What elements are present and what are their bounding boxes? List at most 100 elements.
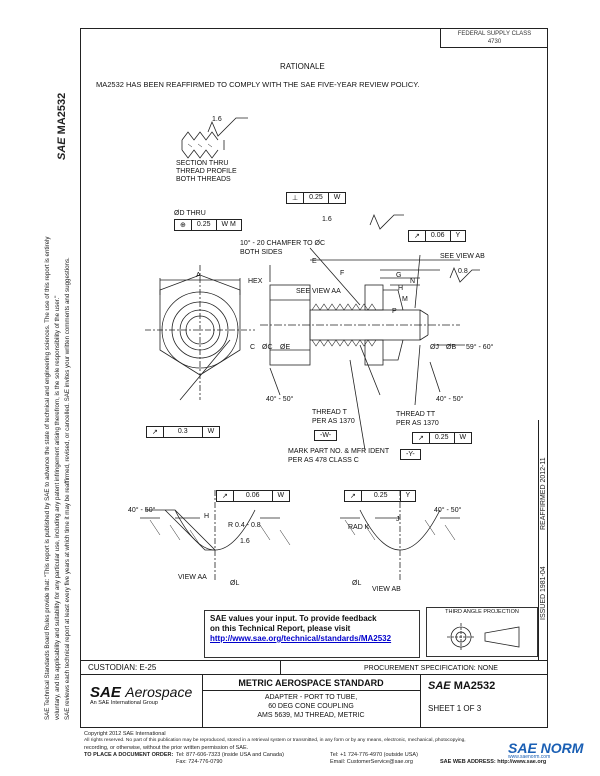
runout-icon-3: ↗: [147, 427, 164, 437]
thread-tt-line1: THREAD TT: [396, 411, 436, 418]
datum-y: -Y-: [400, 449, 421, 460]
technical-drawing: [140, 117, 480, 580]
footer-copyright: Copyright 2012 SAE International: [84, 731, 166, 737]
issued-label: ISSUED 1981-04: [540, 566, 547, 620]
runout-fcf-3: ↗ 0.3 W: [146, 426, 221, 438]
dim-h: H: [398, 285, 404, 292]
view-aa-tol: 0.06: [234, 491, 273, 501]
reaffirmed-label: REAFFIRMED 2012-11: [540, 457, 547, 530]
dim-g: G: [396, 272, 402, 279]
view-ab-label: VIEW AB: [372, 586, 401, 593]
footer-rights-1: All rights reserved. No part of this pub…: [84, 738, 466, 743]
section-label-line2: THREAD PROFILE: [176, 168, 237, 175]
perpendicularity-icon: ⊥: [287, 193, 305, 203]
view-ab-datum: Y: [405, 492, 411, 499]
hex-label: HEX: [248, 278, 263, 285]
status-box-line2: 4730: [487, 39, 502, 45]
view-ab-fcf: ↗ 0.25 Y: [344, 490, 417, 502]
feedback-line1: SAE values your input. To provide feedba…: [210, 614, 377, 623]
angle-1: 59° - 60°: [466, 344, 494, 351]
title-divider-v3: [420, 674, 421, 728]
section-label-line3: BOTH THREADS: [176, 176, 231, 183]
feedback-box: SAE values your input. To provide feedba…: [204, 610, 420, 658]
right-strip: [538, 420, 549, 660]
watermark: SAE NORM www.saenorm.com: [508, 740, 583, 760]
title-divider-v2: [202, 674, 203, 728]
rationale-title: RATIONALE: [280, 62, 325, 71]
side-sae-mark: SAE: [56, 137, 68, 160]
doc-number-block: SAE MA2532: [428, 680, 495, 692]
side-doc-number: SAE MA2532: [56, 93, 68, 160]
view-aa-radius: R 0.4 - 0.8: [228, 522, 261, 529]
legal-text-line3: SAE reviews each technical report at lea…: [64, 257, 71, 720]
rationale-text: MA2532 HAS BEEN REAFFIRMED TO COMPLY WIT…: [96, 80, 420, 89]
position-mod: W M: [221, 221, 236, 228]
dim-oc: ØC: [262, 344, 273, 351]
custodian-label: CUSTODIAN: E-25: [88, 663, 157, 672]
finish-3: 0.8: [458, 268, 468, 275]
desc-line2: 60 DEG CONE COUPLING: [268, 703, 354, 710]
projection-box: THIRD ANGLE PROJECTION: [426, 607, 538, 657]
runout-icon-2: ↗: [413, 433, 430, 443]
section-label-line1: SECTION THRU: [176, 160, 229, 167]
sae-aerospace-logo: SAE Aerospace An SAE International Group: [90, 684, 192, 706]
dim-p: P: [392, 308, 397, 315]
title-block: [80, 674, 548, 729]
desc-line1: ADAPTER - PORT TO TUBE,: [264, 694, 358, 701]
view-ab-runout-icon: ↗: [345, 491, 362, 501]
status-box: FEDERAL SUPPLY CLASS 4730: [440, 28, 548, 48]
perp-datum: W: [333, 194, 341, 201]
procurement-label: PROCUREMENT SPECIFICATION: NONE: [364, 665, 498, 672]
status-box-line1: FEDERAL SUPPLY CLASS: [457, 31, 532, 37]
drawing-frame: [80, 28, 548, 728]
view-ab-dim: J: [396, 516, 400, 523]
logo-aerospace-text: Aerospace: [125, 684, 193, 700]
thread-t-line2: PER AS 1370: [312, 418, 355, 425]
finish-2: 1.6: [322, 216, 332, 223]
view-aa-label: VIEW AA: [178, 574, 207, 581]
perp-tolerance: 0.25: [304, 193, 329, 203]
runout-fcf-2: ↗ 0.25 W: [412, 432, 473, 444]
dim-m: M: [402, 296, 408, 303]
projection-symbol-icon: [447, 623, 520, 651]
see-view-aa: SEE VIEW AA: [296, 288, 341, 295]
angle-2: 40° - 50°: [266, 396, 294, 403]
view-ab-angle: 40° - 50°: [434, 507, 462, 514]
footer-tel2: Tel: +1 724-776-4970 (outside USA): [330, 752, 418, 758]
custodian-row: CUSTODIAN: E-25 PROCUREMENT SPECIFICATIO…: [80, 660, 548, 675]
feedback-link[interactable]: http://www.sae.org/technical/standards/M…: [210, 634, 392, 643]
thread-profile-top: [181, 131, 219, 141]
footer-order: TO PLACE A DOCUMENT ORDER:: [84, 752, 174, 758]
dim-f: F: [340, 270, 345, 277]
view-ab-diam: ØL: [352, 580, 362, 587]
footer-tel1: Tel: 877-606-7323 (inside USA and Canada…: [176, 752, 284, 758]
runout-tol-2: 0.25: [430, 433, 455, 443]
runout-datum-1: Y: [455, 232, 461, 239]
runout-icon-1: ↗: [409, 231, 426, 241]
footer-rights-2: recording, or otherwise, without the pri…: [84, 745, 249, 751]
projection-label: THIRD ANGLE PROJECTION: [445, 609, 519, 615]
dim-c: C: [250, 344, 256, 351]
watermark-text: SAE NORM: [508, 740, 584, 756]
view-aa-fcf: ↗ 0.06 W: [216, 490, 291, 502]
view-aa-runout-icon: ↗: [217, 491, 234, 501]
finish-1: 1.6: [212, 116, 222, 123]
position-tol: 0.25: [192, 220, 217, 230]
perpendicularity-fcf: ⊥ 0.25 W: [286, 192, 347, 204]
footer-email: Email: CustomerService@sae.org: [330, 759, 413, 765]
view-aa-finish: 1.6: [240, 538, 250, 545]
view-aa-dim: H: [204, 513, 210, 520]
runout-tol-3: 0.3: [164, 427, 203, 437]
angle-3: 40° - 50°: [436, 396, 464, 403]
watermark-url: www.saenorm.com: [508, 754, 551, 760]
doc-number: MA2532: [453, 680, 496, 692]
view-aa-angle: 40° - 50°: [128, 507, 156, 514]
thread-profile-bottom: [181, 149, 219, 159]
runout-datum-3: W: [207, 428, 215, 435]
dim-oe: ØE: [280, 344, 291, 351]
desc-line3: AMS 5639, MJ THREAD, METRIC: [257, 712, 365, 719]
dim-n: N: [410, 278, 416, 285]
thru-label: ØD THRU: [174, 210, 206, 217]
dim-a: A: [196, 272, 201, 279]
dim-e: E: [312, 258, 317, 265]
